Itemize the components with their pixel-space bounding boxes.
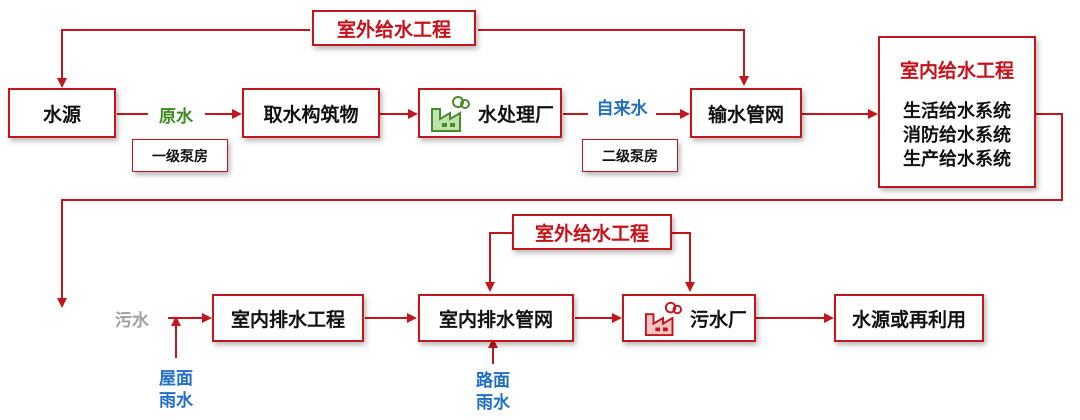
raw-water-label: 原水: [148, 102, 204, 126]
road-rain-label: 路面 雨水: [467, 366, 519, 418]
treatment-plant-label: 水处理厂: [478, 104, 555, 126]
roof-rain-label: 屋面 雨水: [150, 364, 202, 416]
indoor-supply-box: 室内给水工程 生活给水系统 消防给水系统 生产给水系统: [878, 36, 1036, 188]
road-rain-line2: 雨水: [476, 393, 510, 412]
road-rain-line1: 路面: [476, 371, 510, 390]
pump-room-1: 一级泵房: [132, 139, 228, 172]
factory-icon: [431, 96, 470, 132]
outdoor-supply-bottom: 室外给水工程: [512, 214, 672, 250]
line-top-left-loop: [57, 29, 310, 88]
indoor-supply-title: 室内给水工程: [899, 61, 1014, 82]
sewage-label: 污水: [104, 306, 160, 330]
water-source-box: 水源: [8, 88, 116, 138]
pump-room-2: 二级泵房: [582, 139, 678, 172]
line-bottom-left-loop: [485, 232, 512, 292]
indoor-drain-pipe-box: 室内排水管网: [418, 294, 574, 342]
pipe-network-box: 输水管网: [690, 88, 802, 138]
tap-water-label: 自来水: [588, 94, 656, 118]
intake-structure-box: 取水构筑物: [242, 88, 380, 138]
outdoor-supply-top: 室外给水工程: [312, 10, 476, 46]
line-top-right-loop: [478, 29, 749, 86]
sewage-plant-label: 污水厂: [690, 309, 748, 331]
roof-rain-line1: 屋面: [159, 369, 193, 388]
indoor-drainage-box: 室内排水工程: [212, 294, 364, 342]
line-return: [57, 113, 1063, 308]
sewage-plant-box: 污水厂: [622, 294, 756, 342]
indoor-supply-item: 生活给水系统: [903, 101, 1011, 121]
factory-icon: [644, 301, 682, 337]
indoor-supply-item: 生产给水系统: [903, 149, 1011, 169]
roof-rain-line2: 雨水: [159, 391, 193, 410]
line-bottom-right-loop: [672, 232, 695, 292]
reuse-box: 水源或再利用: [834, 294, 984, 342]
indoor-supply-item: 消防给水系统: [903, 125, 1011, 145]
treatment-plant-box: 水处理厂: [418, 88, 562, 138]
